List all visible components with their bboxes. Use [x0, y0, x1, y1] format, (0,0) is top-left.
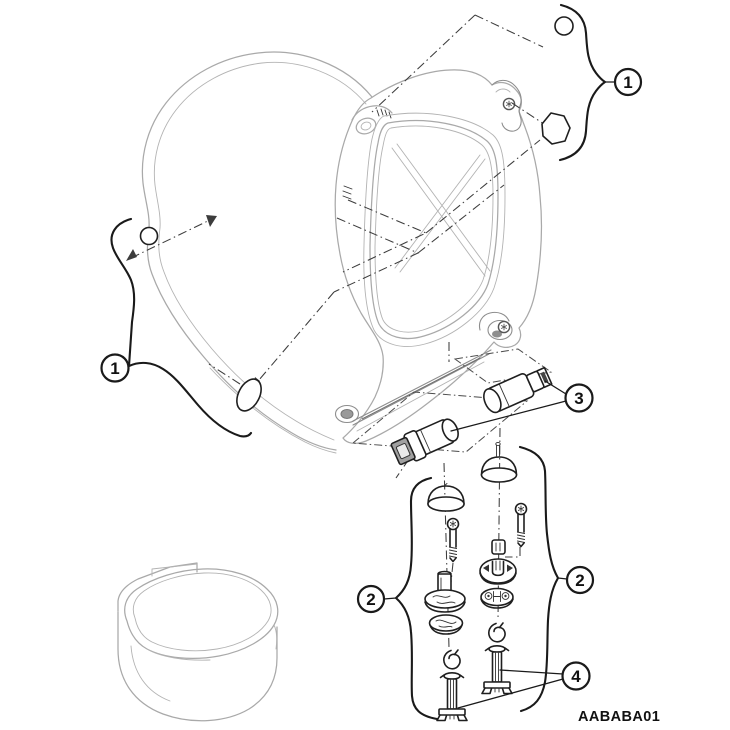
- seat-ring-outline: [334, 69, 543, 445]
- expansion-disc: [424, 589, 466, 613]
- leader-lines-item3: [450, 380, 567, 432]
- dome-cap: [427, 483, 465, 512]
- lid-hinge-boss: [351, 105, 393, 135]
- fixing-screw: [446, 517, 460, 563]
- hinge-pin-upper: [483, 366, 553, 414]
- callout-2-left-label: 2: [366, 590, 375, 609]
- buffer-cap-circle-right: [554, 16, 574, 36]
- seat-cross-brace: [391, 143, 491, 277]
- callout-4-label: 4: [571, 667, 581, 686]
- callout-1-left: 1: [100, 353, 130, 383]
- hinge-plate: [479, 558, 517, 585]
- brace-1-right: [558, 3, 616, 162]
- arrowhead: [206, 215, 217, 227]
- leader-lines-item4: [457, 669, 564, 709]
- fixation-stack-left: [424, 483, 466, 635]
- callout-3: 3: [564, 383, 594, 413]
- callout-1-right: 1: [613, 67, 643, 97]
- buffer-cap-circle-left: [139, 226, 159, 246]
- callout-1-right-label: 1: [623, 73, 632, 92]
- callout-2-left: 2: [356, 584, 386, 614]
- hinge-pin-lower: [390, 418, 459, 466]
- diagram-code: AABABA01: [578, 709, 660, 725]
- arrowhead: [126, 249, 137, 261]
- toggle-anchor-left: [436, 649, 468, 722]
- callout-1-left-label: 1: [110, 359, 119, 378]
- buffer-cap-oval-left: [236, 378, 262, 412]
- callout-4: 4: [561, 661, 591, 691]
- toggle-anchor-right: [481, 622, 513, 695]
- dome-cap: [480, 441, 518, 483]
- hinge-screw-icon: [497, 320, 511, 334]
- callout-2-right: 2: [565, 565, 595, 595]
- square-nut: [491, 539, 506, 555]
- seat-bottom-rail: [334, 311, 513, 432]
- callout-2-right-label: 2: [575, 571, 584, 590]
- fixing-screw: [514, 502, 528, 548]
- brace-2-right: [518, 445, 568, 713]
- hinge-plate-gasket: [480, 587, 514, 609]
- brace-2-left: [383, 476, 439, 721]
- buffer-cap-polygon-right: [541, 112, 571, 145]
- assembly-guide-lines: [126, 14, 551, 649]
- toilet-bowl-sketch: [117, 562, 279, 722]
- callout-3-label: 3: [574, 389, 583, 408]
- fixation-stack-right: [479, 441, 528, 609]
- seat-top-hinge: [491, 79, 522, 132]
- seal-washer: [428, 614, 464, 635]
